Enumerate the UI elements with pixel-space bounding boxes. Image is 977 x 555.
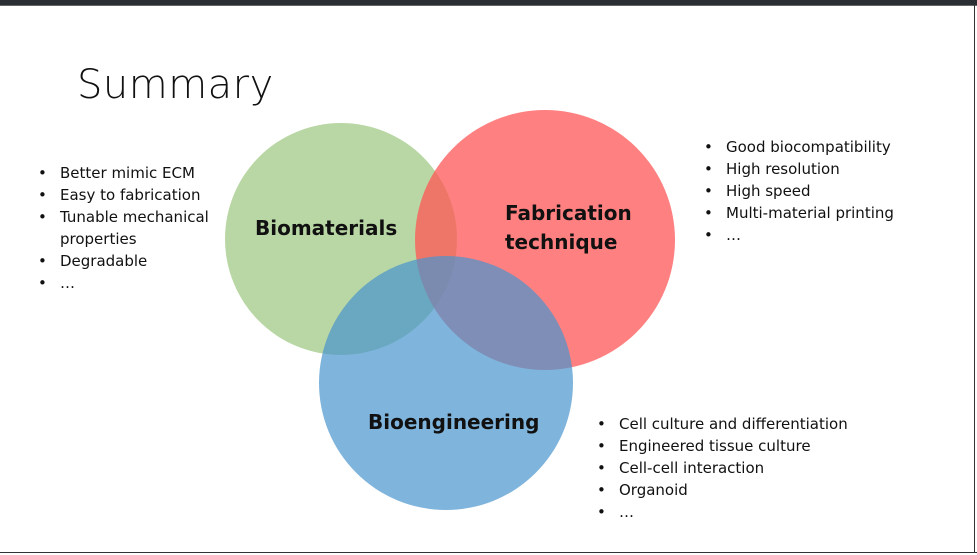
bioengineering-circle — [319, 256, 573, 510]
slide-border-right — [974, 5, 975, 552]
list-item: Tunable mechanical — [36, 206, 209, 228]
list-item: … — [702, 224, 894, 246]
list-item: Cell culture and differentiation — [595, 413, 848, 435]
list-item: Cell-cell interaction — [595, 457, 848, 479]
slide-title: Summary — [77, 62, 274, 108]
list-item: Engineered tissue culture — [595, 435, 848, 457]
fabrication-label-line1: Fabrication — [505, 201, 632, 225]
bioengineering-label: Bioengineering — [368, 410, 540, 434]
list-item: Degradable — [36, 250, 209, 272]
fabrication-label-line2: technique — [505, 230, 618, 254]
biomaterials-list: Better mimic ECM Easy to fabrication Tun… — [36, 162, 209, 294]
bioengineering-list: Cell culture and differentiation Enginee… — [595, 413, 848, 523]
window-top-bar — [0, 0, 977, 6]
list-item: … — [36, 272, 209, 294]
list-item: High resolution — [702, 158, 894, 180]
list-item: Good biocompatibility — [702, 136, 894, 158]
biomaterials-label: Biomaterials — [255, 216, 398, 240]
list-item-continuation: properties — [60, 230, 137, 248]
fabrication-label: Fabrication technique — [505, 199, 632, 257]
list-item: Better mimic ECM — [36, 162, 209, 184]
slide-border-bottom — [0, 552, 977, 553]
fabrication-list: Good biocompatibility High resolution Hi… — [702, 136, 894, 246]
list-item: Easy to fabrication — [36, 184, 209, 206]
list-item: … — [595, 501, 848, 523]
list-item: Organoid — [595, 479, 848, 501]
list-item: High speed — [702, 180, 894, 202]
list-item: Multi-material printing — [702, 202, 894, 224]
